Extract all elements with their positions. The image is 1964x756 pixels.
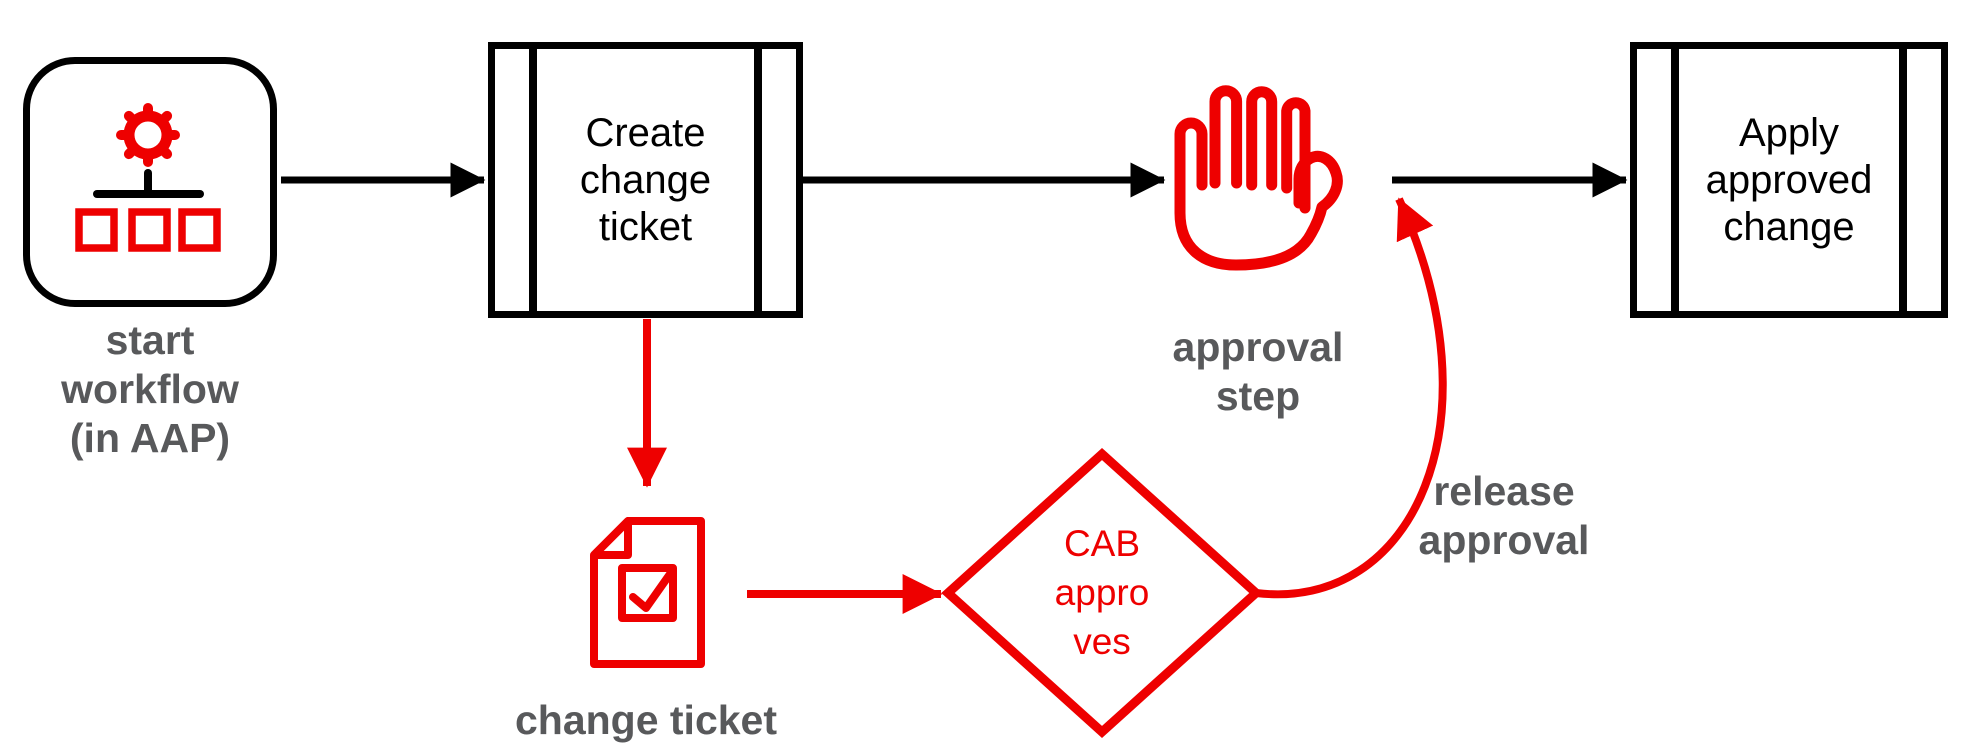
apply-approved-change-node: Apply approved change bbox=[1630, 42, 1948, 318]
approval-step-label: approval step bbox=[1172, 324, 1344, 419]
subroutine-stripe bbox=[754, 49, 762, 311]
stop-hand-icon bbox=[1174, 85, 1343, 271]
start-workflow-node bbox=[23, 57, 277, 307]
subroutine-stripe bbox=[529, 49, 537, 311]
apply-approved-change-title: Apply approved change bbox=[1705, 110, 1873, 249]
subroutine-stripe bbox=[1899, 49, 1907, 311]
start-workflow-label: start workflow (in AAP) bbox=[61, 317, 239, 461]
release-approval-label: release approval bbox=[1418, 468, 1590, 563]
create-change-ticket-title: Create change ticket bbox=[579, 110, 712, 249]
create-change-ticket-node: Create change ticket bbox=[488, 42, 803, 318]
cab-approves-title: CAB appro ves bbox=[1054, 523, 1150, 662]
subroutine-stripe bbox=[1671, 49, 1679, 311]
change-ticket-label: change ticket bbox=[514, 697, 778, 743]
document-check-icon bbox=[590, 517, 705, 668]
